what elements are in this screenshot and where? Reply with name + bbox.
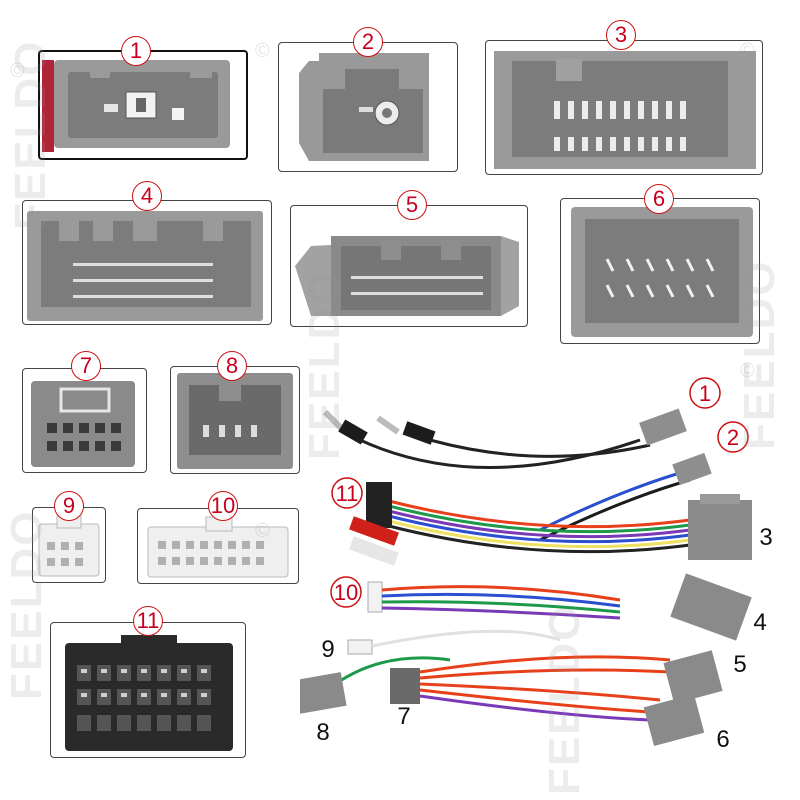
svg-text:2: 2: [727, 425, 739, 450]
connector-panel-10: [137, 508, 299, 584]
connector-panel-4: [22, 200, 272, 325]
harness-label-9: 9: [321, 636, 334, 663]
watermark-brand-right: FEELDO: [735, 259, 784, 450]
harness-label-6: 6: [716, 726, 729, 753]
connector-5-badge: 5: [397, 190, 427, 220]
antenna-plug-right: [376, 415, 436, 445]
connector-6-badge: 6: [644, 184, 674, 214]
connector-panel-8: [170, 366, 300, 474]
connector-4-badge: 4: [132, 181, 162, 211]
connector-9-badge: 9: [54, 491, 84, 521]
harness-label-5: 5: [733, 651, 746, 678]
connector-11-badge: 11: [133, 606, 163, 636]
antenna-plug-left: [322, 409, 368, 445]
connector-panel-2: [278, 42, 458, 172]
connector-11-image: [65, 635, 233, 751]
connector-1-badge: 1: [121, 36, 151, 66]
connector-panel-3: [485, 40, 763, 175]
watermark-brand-center: FEELDO: [300, 269, 349, 460]
svg-text:11: 11: [336, 481, 359, 506]
connector-panel-6: [560, 198, 760, 344]
svg-text:10: 10: [334, 580, 358, 605]
harness-label-8: 8: [316, 719, 329, 746]
connector-3-image: [494, 51, 756, 169]
harness-badge-1: 1: [689, 377, 721, 409]
wire-harness-image: 1 2 11 10 3 4 5 6 7 8 9: [300, 377, 773, 753]
connector-10-badge: 10: [208, 491, 238, 521]
watermark-copyright-1: ©: [255, 40, 270, 62]
connector-panel-1: [38, 50, 248, 160]
connector-2-badge: 2: [353, 27, 383, 57]
harness-label-4: 4: [753, 609, 766, 636]
watermark-brand-bottom-left: FEELDO: [2, 509, 51, 700]
connector-10-image: [147, 516, 289, 578]
connector-3-badge: 3: [606, 20, 636, 50]
harness-badge-10: 10: [330, 576, 362, 608]
connector-7-badge: 7: [71, 351, 101, 381]
connector-panel-11: [50, 622, 246, 758]
harness-label-3: 3: [759, 524, 772, 551]
connector-6-image: [571, 207, 753, 337]
connector-8-image: [177, 373, 293, 469]
connector-panel-7: [22, 368, 147, 473]
watermark-copyright-5: ©: [10, 60, 25, 82]
svg-text:1: 1: [699, 381, 711, 406]
connector-4-image: [27, 211, 263, 321]
watermark-copyright-3: ©: [740, 360, 755, 382]
connector-panel-5: [290, 205, 528, 327]
harness-label-7: 7: [397, 703, 410, 730]
harness-badge-11: 11: [331, 477, 363, 509]
watermark-copyright-4: ©: [255, 520, 270, 542]
connector-7-image: [31, 381, 135, 467]
connector-5-image: [295, 236, 519, 316]
connector-8-badge: 8: [217, 351, 247, 381]
watermark-copyright-2: ©: [740, 40, 755, 62]
connector-2-image: [299, 53, 429, 161]
watermark-brand-bottom-right: FEELDO: [540, 604, 589, 795]
harness-badge-2: 2: [717, 421, 749, 453]
connector-1-image: [42, 60, 230, 152]
